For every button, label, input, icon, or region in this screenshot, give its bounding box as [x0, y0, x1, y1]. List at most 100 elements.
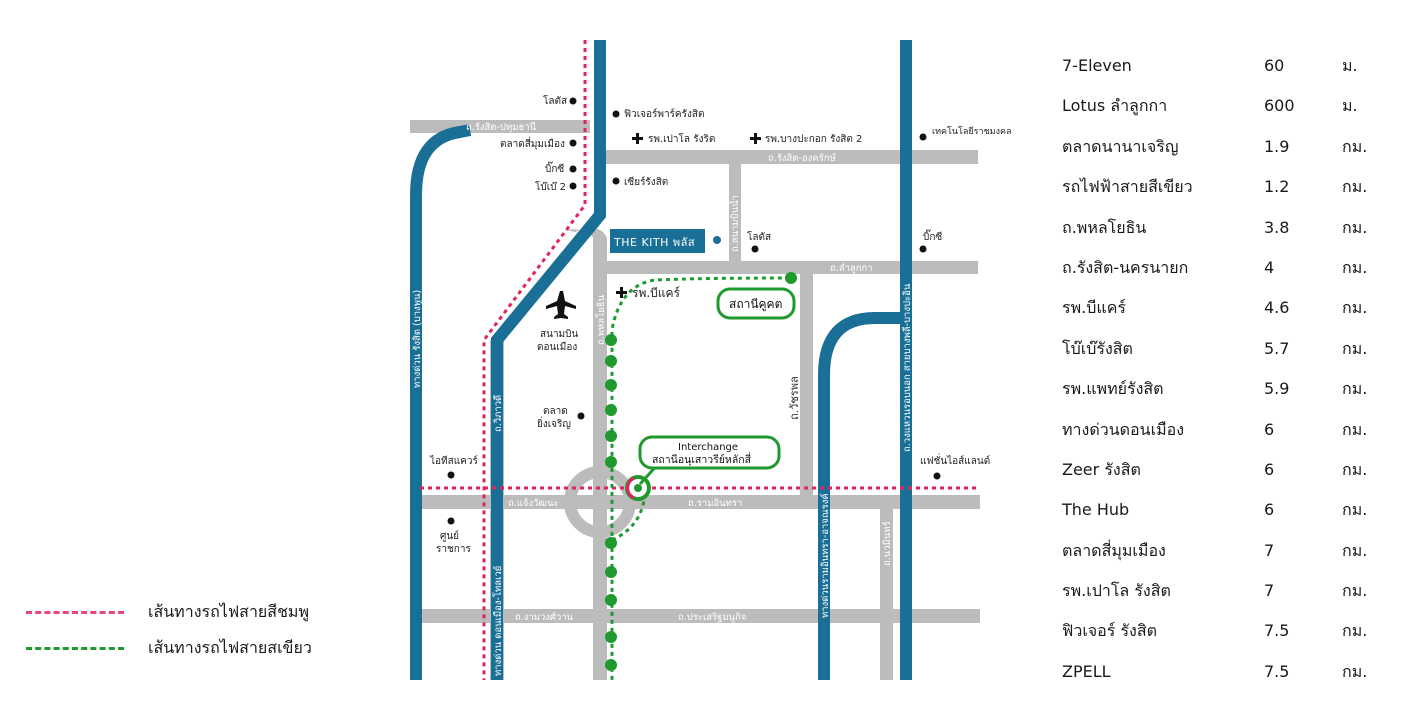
road-merge-curve	[565, 228, 607, 262]
distance-unit: ม.	[1342, 96, 1358, 116]
distance-place: รพ.เปาโล รังสิต	[1062, 581, 1171, 601]
road-labels: ถ.รังสิต-ปทุมธานี ถ.รังสิต-องครักษ์ ถ.ลำ…	[412, 121, 913, 676]
label-changwattana: ถ.แจ้งวัฒนะ	[508, 498, 559, 509]
interchange-pink-ring	[626, 476, 635, 500]
green-line-stations	[605, 272, 797, 671]
hospital-cross-icon	[632, 133, 643, 144]
expressway-donmueang-tollway	[491, 40, 606, 680]
station-interchange: Interchange สถานีอนุเสาวรีย์หลักสี่	[638, 435, 781, 486]
distance-unit: กม.	[1342, 459, 1368, 479]
interchange-label-2: สถานีอนุเสาวรีย์หลักสี่	[652, 452, 752, 466]
poi-rajamangala: เทคโนโลยีราชมงคล	[932, 126, 1012, 137]
distance-unit: กม.	[1342, 621, 1368, 641]
label-exp-ramintra: ทางด่วนรามอินทรา-อาจณรงค์	[819, 493, 831, 618]
distance-value: 6	[1264, 500, 1275, 520]
distance-place: Lotus ลำลูกกา	[1062, 96, 1168, 116]
interchange-center	[634, 484, 642, 492]
distance-row: รพ.เปาโล รังสิต 7 กม.	[1062, 577, 1392, 617]
distance-unit: กม.	[1342, 298, 1368, 318]
distance-row: โบ๊เบ๊รังสิต 5.7 กม.	[1062, 335, 1392, 375]
project-logo: THE KITH พลัส	[610, 229, 721, 253]
label-rangsit-ongkharak: ถ.รังสิต-องครักษ์	[768, 152, 836, 164]
distance-value: 3.8	[1264, 217, 1290, 237]
label-prasertmanukit: ถ.ประเสริฐมนูกิจ	[678, 612, 746, 623]
poi-bcare-hospital: รพ.บีแคร์	[632, 286, 681, 300]
distance-place: รพ.แพทย์รังสิต	[1062, 379, 1164, 399]
poi-market-simummueang: ตลาดสี่มุมเมือง	[500, 136, 565, 150]
distance-place: ตลาดนานาเจริญ	[1062, 136, 1179, 156]
expressway-rangsit	[410, 124, 472, 680]
distance-unit: กม.	[1342, 379, 1368, 399]
distance-value: 6	[1264, 459, 1275, 479]
distance-value: 60	[1264, 56, 1285, 75]
poi-bigc-right: บิ๊กซี	[923, 229, 942, 243]
distance-unit: กม.	[1342, 500, 1368, 520]
poi-bangpakok-hospital: รพ.บางปะกอก รังสิต 2	[765, 134, 862, 145]
road-ngamwongwan-prasertmanukit	[420, 609, 980, 623]
poi-labels: โลตัส ฟิวเจอร์พาร์ครังสิต ตลาดสี่มุมเมือ…	[429, 94, 1012, 555]
poi-gov-center-2: ราชการ	[436, 544, 471, 555]
distance-unit: กม.	[1342, 177, 1368, 197]
distance-value: 1.9	[1264, 136, 1290, 156]
poi-market-yingcharoen-2: ยิ่งเจริญ	[537, 416, 571, 430]
distance-value: 1.2	[1264, 177, 1290, 197]
distance-place: ZPELL	[1062, 661, 1111, 681]
label-rangsit-pathumthani: ถ.รังสิต-ปทุมธานี	[466, 121, 537, 133]
station-khukhot-label: สถานีคูคต	[729, 297, 782, 312]
legend-pink-dash	[26, 611, 124, 614]
legend-pink-label: เส้นทางรถไฟสายสีชมพู	[148, 602, 310, 621]
label-ramintra: ถ.รามอินทรา	[688, 498, 742, 509]
road-phahonyothin	[593, 238, 607, 680]
distance-unit: กม.	[1342, 581, 1368, 601]
distance-unit: กม.	[1342, 136, 1368, 156]
distance-unit: กม.	[1342, 419, 1368, 439]
distance-value: 7.5	[1264, 661, 1290, 681]
poi-zeer: เซียร์รังสิต	[624, 176, 668, 188]
location-map: ถ.รังสิต-ปทุมธานี ถ.รังสิต-องครักษ์ ถ.ลำ…	[410, 40, 1012, 680]
project-logo-text: THE KITH พลัส	[613, 236, 695, 249]
poi-future-park: ฟิวเจอร์พาร์ครังสิต	[624, 108, 705, 120]
hospital-cross-icon	[616, 287, 627, 298]
distance-row: ถ.พหลโยธิน 3.8 กม.	[1062, 214, 1392, 254]
poi-lotus-mid: โลตัส	[747, 230, 771, 243]
distance-value: 5.7	[1264, 338, 1290, 358]
road-changwattana-ramintra	[420, 495, 980, 509]
distance-place: รพ.บีแคร์	[1062, 298, 1126, 318]
poi-airport-1: สนามบิน	[540, 329, 578, 340]
distance-value: 7.5	[1264, 621, 1290, 641]
poi-it-square: ไอทีสแควร์	[429, 455, 478, 467]
poi-lotus-top: โลตัส	[543, 94, 567, 107]
distance-unit: กม.	[1342, 217, 1368, 237]
pink-line-route	[420, 40, 980, 680]
distance-place: ตลาดสี่มุมเมือง	[1062, 540, 1166, 560]
poi-bobae2: โบ๊เบ๊ 2	[535, 180, 566, 193]
road-sanambinnam	[729, 164, 741, 261]
legend-green-label: เส้นทางรถไฟสายสเขียว	[148, 638, 312, 657]
distance-unit: กม.	[1342, 257, 1368, 277]
road-nawamin	[880, 509, 893, 680]
distance-unit: กม.	[1342, 540, 1368, 560]
distance-value: 7	[1264, 581, 1275, 601]
road-lamlukka	[606, 261, 978, 274]
label-nawamin: ถ.นวมินทร์	[881, 521, 893, 566]
label-phahonyothin: ถ.พหลโยธิน	[595, 294, 607, 345]
distance-place: โบ๊เบ๊รังสิต	[1062, 338, 1133, 358]
road-rangsit-ongkharak	[606, 150, 978, 164]
poi-paolo-hospital: รพ.เปาโล รังริต	[648, 132, 715, 145]
label-ngamwongwan: ถ.งามวงศ์วาน	[515, 611, 574, 623]
label-exp-donmueang: ทางด่วน ดอนเมือง-โทลเวย์	[492, 566, 504, 676]
poi-fashion-island: แฟชั่นไอส์แลนด์	[920, 453, 990, 467]
distance-place: ถ.พหลโยธิน	[1062, 217, 1147, 237]
legend-green-line: เส้นทางรถไฟสายสเขียว	[26, 636, 312, 661]
legend-pink-line: เส้นทางรถไฟสายสีชมพู	[26, 600, 309, 625]
distance-unit: กม.	[1342, 338, 1368, 358]
legend-green-dash	[26, 647, 124, 650]
